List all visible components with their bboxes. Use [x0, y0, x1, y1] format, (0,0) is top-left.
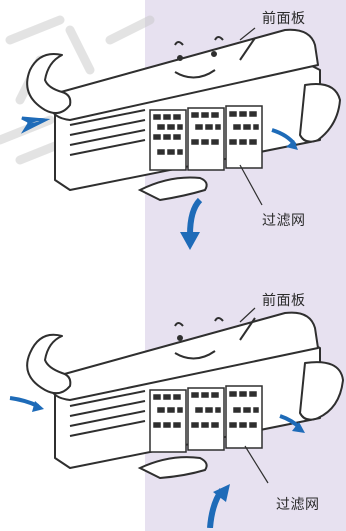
filter-label: 过滤网 — [276, 494, 320, 514]
pushing-hand — [140, 457, 207, 478]
filter-mesh — [150, 106, 262, 170]
front-panel-label: 前面板 — [262, 290, 306, 310]
left-arm — [27, 54, 70, 113]
front-panel-label: 前面板 — [262, 8, 306, 28]
left-arm — [27, 335, 70, 393]
arrow-right-icon — [10, 398, 38, 406]
pulling-hand — [140, 178, 207, 201]
arrow-down-icon — [190, 200, 200, 235]
filter-label: 过滤网 — [262, 210, 306, 230]
right-arm — [300, 84, 340, 142]
filter-mesh — [150, 386, 262, 452]
arrow-left-icon — [22, 118, 45, 130]
right-arm — [300, 362, 343, 420]
